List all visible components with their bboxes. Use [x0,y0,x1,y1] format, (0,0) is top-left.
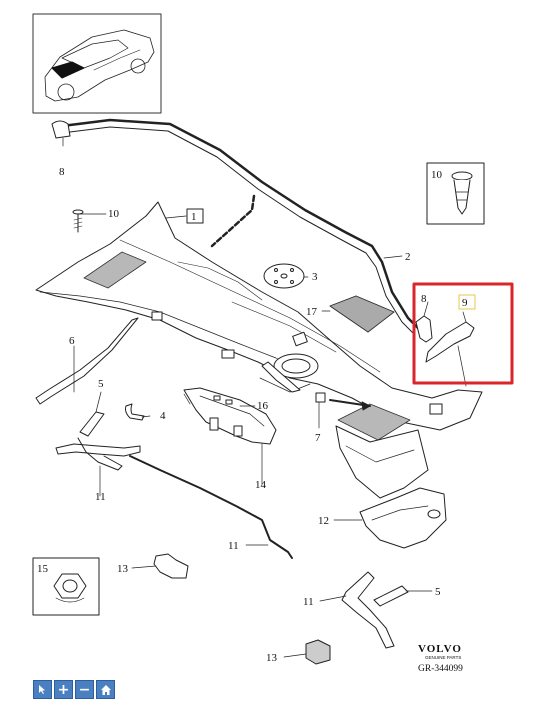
callout-13-lower: 13 [266,652,278,664]
part-13-clip-upper [153,553,189,579]
callout-11-rod: 11 [228,540,239,552]
callout-10-box: 10 [431,169,443,181]
brand-name: VOLVO [418,643,462,655]
part-7-clip [315,392,326,403]
zoom-in-icon: + [57,681,70,698]
zoom-out-button[interactable]: − [75,680,94,699]
part-8-clip-right [415,315,433,343]
select-button[interactable] [33,680,52,699]
zoom-in-button[interactable]: + [54,680,73,699]
leader-lines [62,137,467,658]
diagram-reference: GR-344099 [418,664,463,674]
part-11-left [55,443,141,457]
part-3-pad [263,263,305,289]
callout-7: 7 [315,432,321,444]
part-5-lower [373,585,409,607]
part-6-strip [35,317,139,405]
callout-8-right: 8 [421,293,427,305]
part-11-lower-right [341,571,395,649]
select-icon [39,685,45,694]
callout-16: 16 [257,400,269,412]
part-14-bracket [183,387,277,445]
home-button[interactable] [96,680,115,699]
part-2-seal [51,118,422,335]
callout-4: 4 [160,410,166,422]
callout-5-lower: 5 [435,586,441,598]
home-icon [100,684,111,695]
callout-1: 1 [191,211,197,223]
zoom-toolbar: + − [33,680,115,699]
part-1-cowl-panel [35,201,483,499]
callout-13-upper: 13 [117,563,129,575]
car-thumbnail [32,13,162,114]
callout-12: 12 [318,515,329,527]
callout-1-box [186,208,204,224]
part-13-clip-lower [305,639,331,665]
part-17-mesh [329,295,395,333]
callout-17: 17 [306,306,318,318]
callout-14: 14 [255,479,267,491]
part-10-box [426,162,485,225]
highlight-frame [412,282,514,385]
zoom-out-icon: − [78,681,91,698]
callout-9: 9 [462,297,468,309]
callout-15: 15 [37,563,49,575]
part-12-tray [359,487,447,549]
part-11-rod [129,455,293,559]
part-9-trim [425,321,475,363]
part-1-dashed-leader [210,194,256,248]
callout-11-lower: 11 [303,596,314,608]
part-4-clip [125,403,145,421]
callout-6: 6 [69,335,75,347]
part-5-upper [79,411,105,437]
part-15-box [32,557,100,616]
callout-3: 3 [312,271,318,283]
part-10-screw [72,209,84,233]
callout-9-highlight [458,294,476,310]
brand-sub: GENUINE PARTS [425,655,461,660]
callout-5-upper: 5 [98,378,104,390]
callout-10-screw: 10 [108,208,120,220]
callout-2: 2 [405,251,411,263]
callout-11-left: 11 [95,491,106,503]
callout-8-upper: 8 [59,166,65,178]
